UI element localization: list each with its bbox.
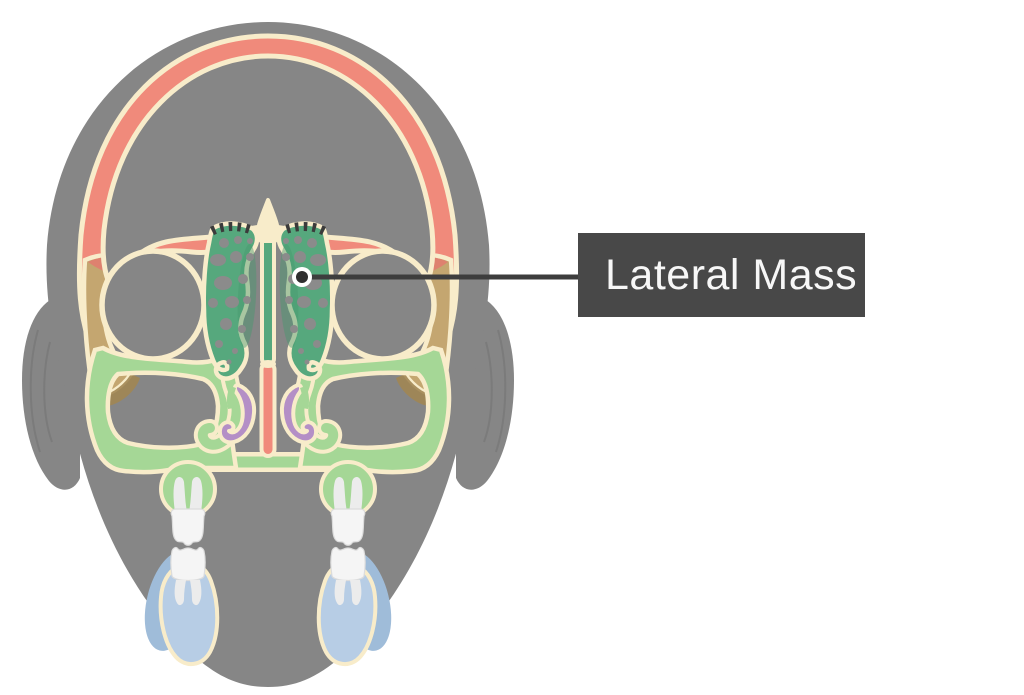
vomer: [259, 361, 277, 458]
label-text: Lateral Mass: [605, 250, 858, 299]
plate-vomer-junction: [260, 360, 276, 368]
orbit-left: [99, 248, 207, 362]
crista-galli: [255, 198, 281, 243]
perpendicular-plate: [260, 236, 276, 366]
orbit-right: [329, 248, 437, 362]
pointer-dot[interactable]: [296, 271, 308, 283]
label-box[interactable]: Lateral Mass: [578, 233, 865, 317]
